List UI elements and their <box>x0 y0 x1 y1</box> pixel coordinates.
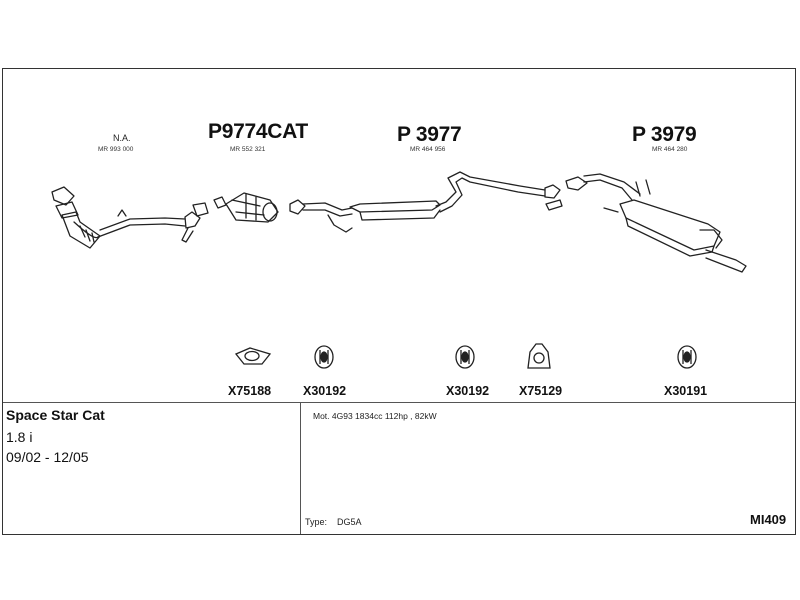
fitting-code-4: X75129 <box>519 384 563 398</box>
type-label: Type: <box>305 517 328 527</box>
part-middle-number: P 3977 <box>397 123 462 146</box>
catalyst-drawing <box>213 192 279 223</box>
fitting-gasket-x75188 <box>234 347 272 365</box>
rear-silencer-drawing <box>565 173 747 273</box>
vehicle-model: Space Star Cat <box>6 407 105 423</box>
diagram-frame <box>2 68 796 535</box>
fitting-code-3: X30192 <box>446 384 490 398</box>
part-rear-number: P 3979 <box>632 123 697 146</box>
vehicle-engine: 1.8 i <box>6 429 33 445</box>
vehicle-years: 09/02 - 12/05 <box>6 449 89 465</box>
motor-spec: Mot. 4G93 1834cc 112hp , 82kW <box>313 411 437 421</box>
part-downpipe-number: N.A. <box>113 133 131 143</box>
part-rear-oem: MR 464 280 <box>652 146 688 153</box>
fitting-rubber-x30191 <box>677 345 697 369</box>
middle-silencer-drawing <box>289 171 563 233</box>
fitting-code-1: X75188 <box>228 384 272 398</box>
fitting-rubber-x30192-b <box>455 345 475 369</box>
front-downpipe-drawing <box>51 186 209 249</box>
part-catalyst-oem: MR 552 321 <box>230 146 266 153</box>
type-value: DG5A <box>337 517 362 527</box>
fitting-code-2: X30192 <box>303 384 347 398</box>
part-catalyst-number: P9774CAT <box>208 120 308 143</box>
fitting-gasket-x75129 <box>527 343 551 369</box>
catalog-code: MI409 <box>750 512 787 527</box>
divider-horizontal <box>3 402 795 403</box>
divider-vertical <box>300 402 301 534</box>
part-middle-oem: MR 464 956 <box>410 146 446 153</box>
part-downpipe-oem: MR 993 000 <box>98 146 134 153</box>
fitting-code-5: X30191 <box>664 384 708 398</box>
fitting-rubber-x30192-a <box>314 345 334 369</box>
